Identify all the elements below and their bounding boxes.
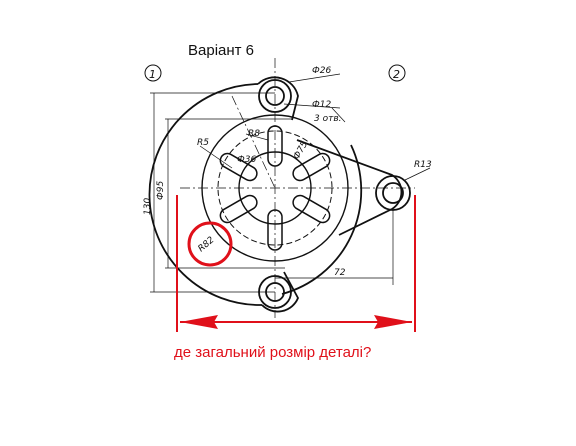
dim-r82: R82	[197, 235, 217, 254]
red-annotation	[176, 195, 416, 332]
view-marker-1: 1	[144, 64, 162, 82]
dim-holes: 3 отв.	[314, 114, 342, 124]
dim-d26: Ф26	[312, 66, 331, 76]
center-lines	[180, 58, 415, 318]
dim-r8: R8	[248, 129, 260, 139]
annotation-question: де загальний розмір деталі?	[174, 344, 372, 361]
dim-r5: R5	[197, 138, 209, 148]
view-marker-2: 2	[388, 64, 406, 82]
dim-130: 130	[143, 198, 153, 215]
dim-d12: Ф12	[312, 100, 331, 110]
dim-r13: R13	[414, 160, 432, 170]
dim-72: 72	[334, 268, 346, 278]
radial-slots	[219, 125, 331, 251]
dim-d36: Ф36	[237, 155, 256, 165]
page-title: Варіант 6	[188, 42, 255, 59]
dim-d75: Ф75	[292, 140, 310, 162]
dimension-lines	[150, 73, 431, 293]
svg-text:1: 1	[149, 68, 156, 81]
svg-text:2: 2	[393, 68, 400, 81]
lug-top	[258, 79, 292, 113]
lug-right	[375, 175, 411, 211]
dim-d95: Ф95	[156, 181, 166, 200]
